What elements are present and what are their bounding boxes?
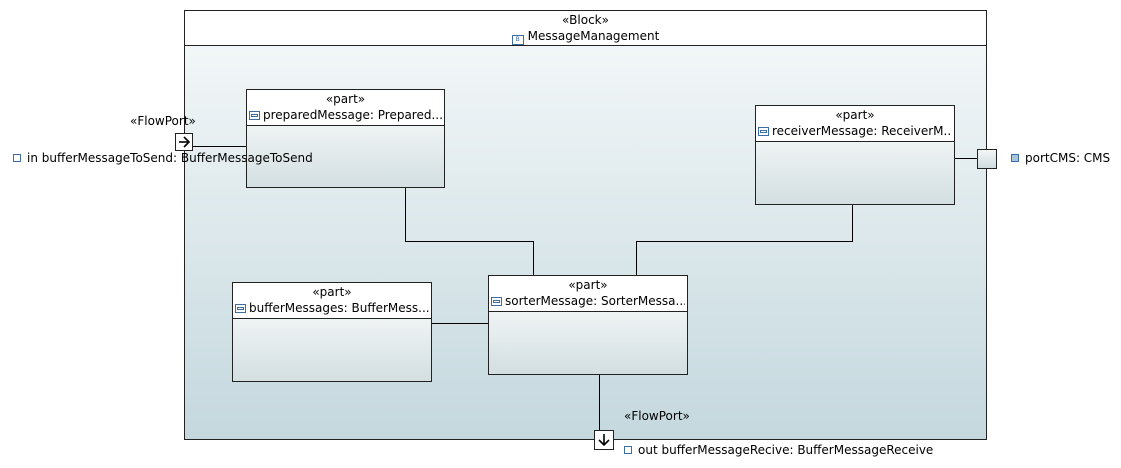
cms-port-label-row: portCMS: CMS: [1011, 151, 1110, 165]
part-name: receiverMessage: ReceiverM...: [772, 124, 952, 138]
connector-receiver-down: [852, 205, 853, 242]
part-buffer-messages[interactable]: «part» bufferMessages: BufferMess...: [232, 282, 432, 382]
in-port-stereotype: «FlowPort»: [130, 114, 196, 128]
part-header: «part» receiverMessage: ReceiverM...: [756, 106, 954, 142]
connector-sorter-out-port: [599, 375, 600, 430]
out-port-stereotype: «FlowPort»: [624, 409, 690, 423]
part-sorter-message[interactable]: «part» sorterMessage: SorterMessa...: [488, 275, 688, 375]
in-port-label: in bufferMessageToSend: BufferMessageToS…: [27, 151, 313, 165]
out-port-label: out bufferMessageRecive: BufferMessageRe…: [638, 443, 934, 457]
in-port-label-row: in bufferMessageToSend: BufferMessageToS…: [13, 151, 313, 165]
part-receiver-message[interactable]: «part» receiverMessage: ReceiverM...: [755, 105, 955, 205]
connector-buffer-sorter: [432, 323, 489, 324]
port-type-icon: [13, 154, 21, 162]
in-flow-port[interactable]: [175, 133, 193, 151]
part-icon: [758, 127, 769, 136]
part-icon: [249, 111, 260, 120]
connector-prepared-horizontal: [405, 241, 534, 242]
part-prepared-message[interactable]: «part» preparedMessage: Prepared...: [246, 89, 445, 188]
out-port-label-row: out bufferMessageRecive: BufferMessageRe…: [624, 443, 933, 457]
part-name: sorterMessage: SorterMessa...: [505, 294, 685, 308]
part-header: «part» sorterMessage: SorterMessa...: [489, 276, 687, 312]
cms-port[interactable]: [977, 149, 997, 169]
block-name: MessageManagement: [527, 29, 660, 43]
part-stereotype: «part»: [568, 278, 608, 292]
part-stereotype: «part»: [835, 108, 875, 122]
connector-in-port-prepared: [193, 146, 247, 147]
connector-prepared-down: [405, 188, 406, 242]
connector-sorter-up-right: [636, 241, 637, 276]
part-icon: [491, 297, 502, 306]
cms-port-label: portCMS: CMS: [1025, 151, 1111, 165]
arrow-right-icon: [179, 136, 191, 148]
part-header: «part» bufferMessages: BufferMess...: [233, 283, 431, 319]
block-stereotype: «Block»: [562, 13, 609, 27]
connector-receiver-horizontal: [636, 241, 853, 242]
part-header: «part» preparedMessage: Prepared...: [247, 90, 444, 126]
part-stereotype: «part»: [312, 285, 352, 299]
out-flow-port[interactable]: [594, 430, 614, 450]
part-name: preparedMessage: Prepared...: [263, 108, 442, 122]
block-icon: B: [511, 35, 524, 45]
part-name: bufferMessages: BufferMess...: [249, 301, 429, 315]
arrow-down-icon: [598, 434, 610, 447]
part-stereotype: «part»: [325, 92, 366, 106]
part-icon: [235, 304, 246, 313]
port-type-icon: [1011, 154, 1019, 162]
connector-receiver-cms-port: [955, 158, 978, 159]
connector-sorter-up-left: [533, 241, 534, 276]
port-type-icon: [624, 446, 632, 454]
